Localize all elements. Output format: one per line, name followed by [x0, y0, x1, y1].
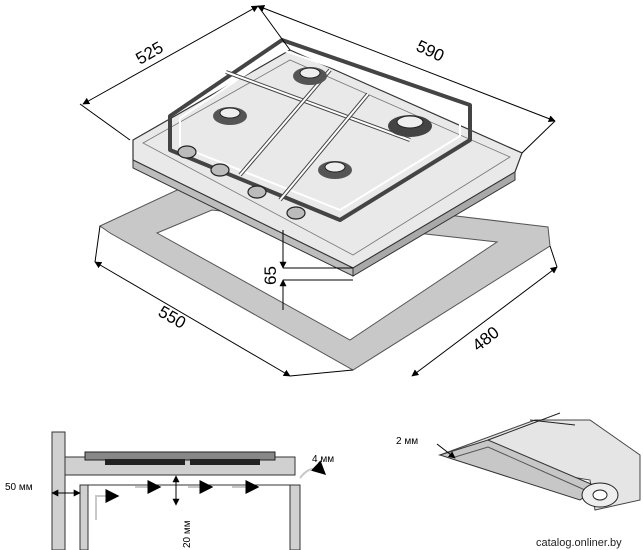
- dim-height-label: 65: [261, 266, 280, 285]
- burner-rear-left: [293, 67, 327, 85]
- cabinet-side: [79, 484, 89, 550]
- hob-body: [84, 451, 276, 461]
- ventilation-section-view: 50 мм 4 мм 20 мм: [5, 431, 334, 550]
- airflow-arrows: [95, 460, 327, 520]
- gap-front-label: 4 мм: [312, 454, 334, 465]
- dimension-cutout-width: [411, 245, 558, 377]
- seal-detail-view: 2 мм: [396, 412, 641, 511]
- clearance-side-label: 50 мм: [5, 482, 33, 493]
- dim-depth-label: 525: [133, 38, 167, 69]
- burner-front-right: [318, 161, 352, 179]
- hob-main-view: 525 590 65 550 480: [79, 5, 558, 377]
- dim-width-label: 590: [413, 36, 447, 65]
- seal-thickness-label: 2 мм: [396, 436, 418, 447]
- watermark: catalog.onliner.by: [536, 537, 622, 549]
- knob-3: [247, 185, 267, 199]
- cabinet-front: [289, 484, 301, 550]
- dimension-cutout-depth: [94, 225, 354, 377]
- burner-rear-right-wok: [388, 115, 432, 137]
- knob-1: [177, 145, 197, 159]
- control-knobs: [177, 145, 306, 220]
- dimension-width: [257, 5, 556, 154]
- dim-cutout-width-label: 480: [469, 323, 503, 355]
- gap-under-label: 20 мм: [182, 520, 193, 548]
- burner-front-left: [213, 107, 247, 125]
- knob-2: [210, 163, 230, 177]
- dim-cutout-depth-label: 550: [155, 302, 189, 333]
- hob-plate: [132, 49, 523, 277]
- knob-4: [286, 206, 306, 220]
- wall: [51, 431, 66, 550]
- seal-tape-roll: [581, 482, 619, 508]
